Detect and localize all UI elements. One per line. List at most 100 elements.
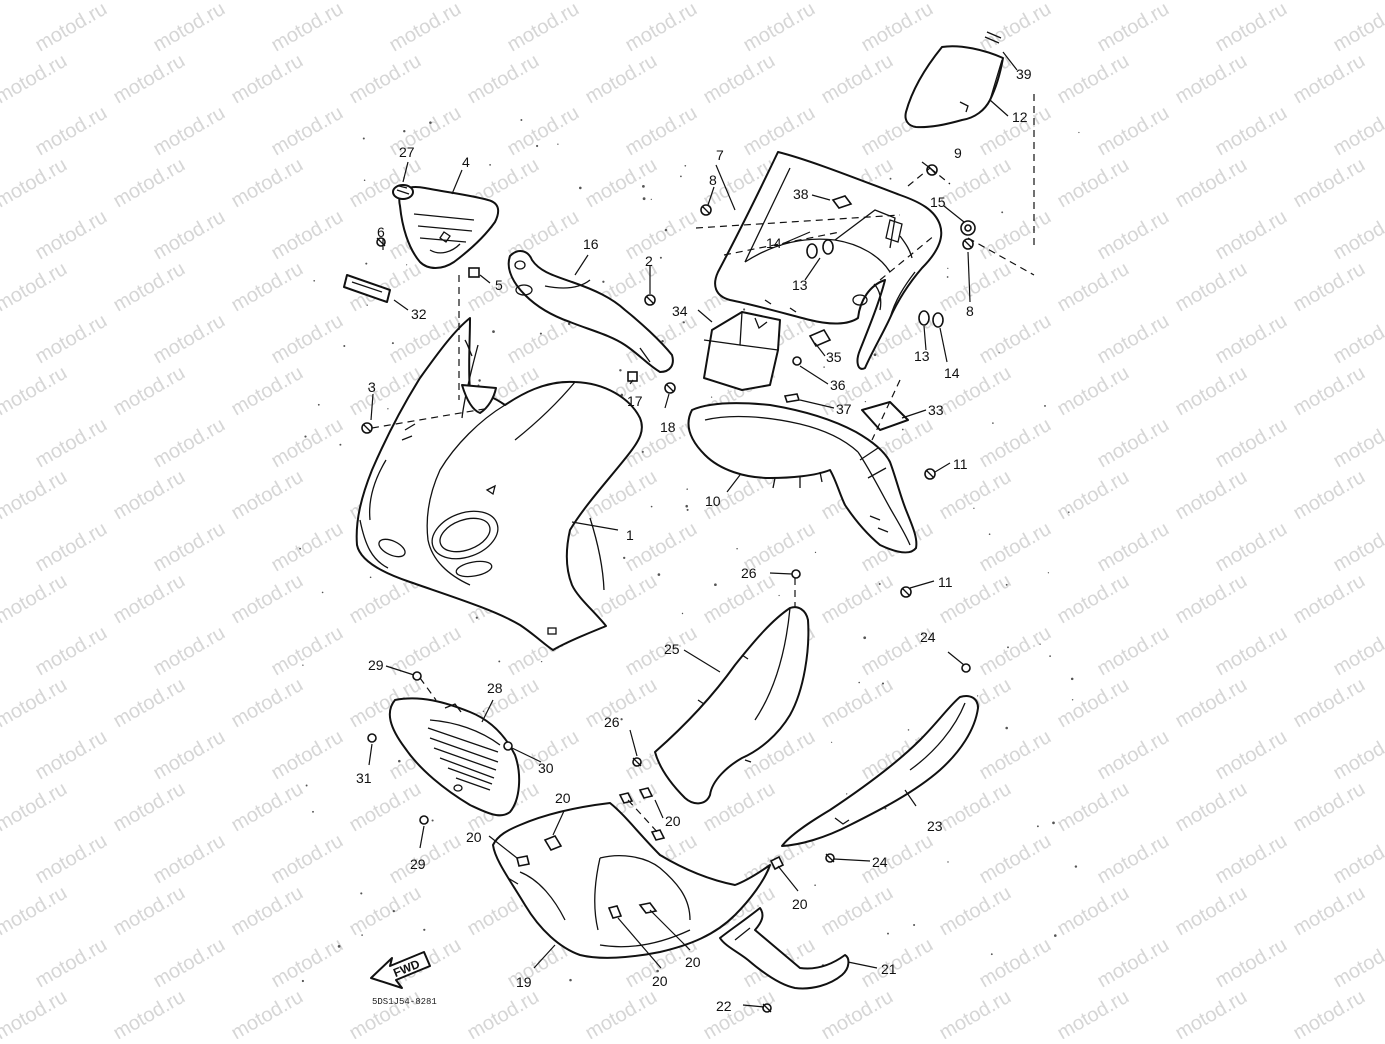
watermark-text: motod.ru (1290, 778, 1369, 837)
screw (645, 295, 655, 305)
watermark-text: motod.ru (976, 310, 1055, 369)
speckle (1078, 132, 1079, 133)
speckle (360, 892, 362, 894)
watermark-text: motod.ru (346, 0, 425, 4)
watermark-text: motod.ru (1290, 674, 1369, 733)
speckle (902, 429, 904, 431)
watermark-text: motod.ru (150, 0, 229, 56)
screw (826, 854, 834, 862)
speckle (684, 165, 686, 167)
watermark-text: motod.ru (582, 674, 661, 733)
speckle (815, 552, 816, 553)
callout-8-top: 8 (709, 172, 717, 188)
watermark-text: motod.ru (110, 882, 189, 941)
speckle (568, 323, 570, 325)
watermark-text: motod.ru (1172, 154, 1251, 213)
watermark-text: motod.ru (976, 726, 1055, 785)
speckle (406, 264, 407, 265)
watermark-text: motod.ru (0, 674, 71, 733)
speckle (989, 533, 991, 535)
callout-14-right: 14 (944, 365, 960, 381)
speckle (339, 444, 341, 446)
screw (504, 742, 512, 750)
callout-24-bottom: 24 (872, 854, 888, 870)
speckle (680, 176, 682, 178)
clip (785, 394, 799, 402)
watermark-text: motod.ru (976, 934, 1055, 993)
callout-5: 5 (495, 277, 503, 293)
speckle (478, 379, 480, 381)
watermark-text: motod.ru (700, 0, 779, 4)
watermark-text: motod.ru (1094, 206, 1173, 265)
speckle (736, 548, 737, 549)
callout-26-top: 26 (741, 565, 757, 581)
callout-16: 16 (583, 236, 599, 252)
watermark-text: motod.ru (386, 622, 465, 681)
speckle (643, 197, 646, 200)
callout-28: 28 (487, 680, 503, 696)
watermark-text: motod.ru (110, 0, 189, 4)
watermark-text: motod.ru (268, 518, 347, 577)
callout-20-e: 20 (685, 954, 701, 970)
watermark-text: motod.ru (32, 0, 111, 56)
watermark-text: motod.ru (1094, 726, 1173, 785)
speckle (1075, 865, 1077, 867)
watermark-text: motod.ru (150, 310, 229, 369)
watermark-text: motod.ru (504, 0, 583, 56)
watermark-text: motod.ru (268, 206, 347, 265)
speckle (913, 924, 915, 926)
watermark-text: motod.ru (1212, 518, 1291, 577)
watermark-text: motod.ru (1172, 466, 1251, 525)
watermark-text: motod.ru (110, 466, 189, 525)
watermark-text: motod.ru (622, 206, 701, 265)
watermark-text: motod.ru (268, 0, 347, 56)
speckle (1052, 822, 1055, 825)
watermark-text: motod.ru (228, 986, 307, 1039)
watermark-text: motod.ru (936, 0, 1015, 4)
speckle (540, 333, 542, 335)
watermark-text: motod.ru (0, 154, 71, 213)
watermark-text: motod.ru (1212, 830, 1291, 889)
watermark-text: motod.ru (818, 0, 897, 4)
watermark-text: motod.ru (1290, 986, 1369, 1039)
watermark-text: motod.ru (0, 986, 71, 1039)
watermark-text: motod.ru (818, 882, 897, 941)
watermark-text: motod.ru (1172, 258, 1251, 317)
speckle (1049, 655, 1051, 657)
watermark-text: motod.ru (1172, 50, 1251, 109)
callout-26-mid: 26 (604, 714, 620, 730)
speckle (992, 422, 994, 424)
watermark-text: motod.ru (32, 518, 111, 577)
watermark-text: motod.ru (582, 0, 661, 4)
watermark-text: motod.ru (622, 102, 701, 161)
callout-7: 7 (716, 147, 724, 163)
speckle (1039, 643, 1040, 644)
callout-20-d: 20 (792, 896, 808, 912)
watermark-text: motod.ru (1290, 570, 1369, 629)
screw (793, 357, 801, 365)
grommet (919, 311, 929, 325)
speckle (1001, 211, 1003, 213)
callout-36: 36 (830, 377, 846, 393)
watermark-text: motod.ru (228, 258, 307, 317)
callout-20-b: 20 (466, 829, 482, 845)
callout-34: 34 (672, 303, 688, 319)
watermark-text: motod.ru (936, 258, 1015, 317)
watermark-text: motod.ru (1330, 934, 1385, 993)
watermark-text: motod.ru (936, 466, 1015, 525)
watermark-text: motod.ru (858, 0, 937, 56)
callout-19: 19 (516, 974, 532, 990)
watermark-text: motod.ru (1212, 310, 1291, 369)
watermark-text: motod.ru (622, 622, 701, 681)
callout-10: 10 (705, 493, 721, 509)
watermark-text: motod.ru (32, 934, 111, 993)
speckle (366, 304, 367, 305)
speckle (1048, 572, 1049, 573)
speckle (711, 396, 712, 397)
callout-27: 27 (399, 144, 415, 160)
speckle (312, 811, 314, 813)
watermark-text: motod.ru (32, 206, 111, 265)
speckle (858, 682, 860, 684)
part-12-top-bracket (905, 46, 1003, 127)
